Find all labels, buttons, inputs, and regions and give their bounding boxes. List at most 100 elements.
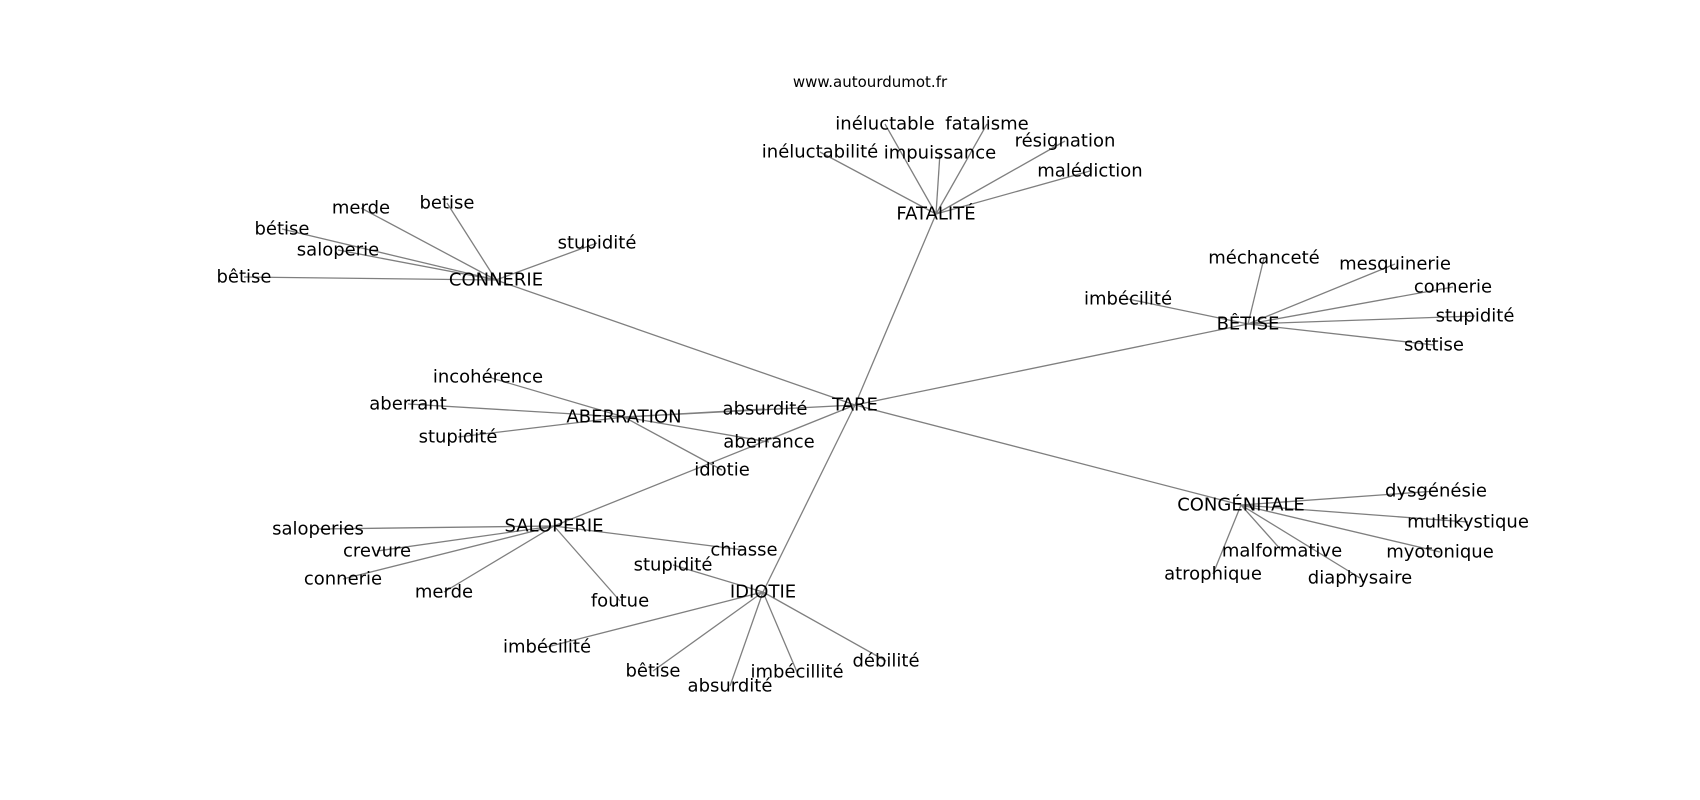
edge-2-3 <box>1247 286 1454 325</box>
word-node-2-0[interactable]: méchanceté <box>1208 248 1319 269</box>
site-label: www.autourdumot.fr <box>793 73 948 91</box>
word-node-1-0[interactable]: inéluctable <box>835 114 934 135</box>
edge-6-5 <box>1240 504 1361 579</box>
graph-edges <box>243 123 1476 687</box>
word-node-3-1[interactable]: aberrant <box>369 394 447 415</box>
edge-3-2 <box>457 416 625 438</box>
edge-0-1 <box>446 202 497 281</box>
root-node[interactable]: TARE <box>831 395 878 416</box>
word-node-2-3[interactable]: connerie <box>1414 277 1492 298</box>
edge-3-4 <box>623 416 770 443</box>
word-node-4-1[interactable]: crevure <box>343 541 411 562</box>
edge-root-6 <box>854 404 1242 506</box>
edge-root-0 <box>495 279 856 406</box>
edge-root-4 <box>553 404 856 527</box>
word-node-5-2[interactable]: bêtise <box>625 661 680 682</box>
word-node-3-5[interactable]: idiotie <box>694 460 750 481</box>
word-node-3-2[interactable]: stupidité <box>419 427 498 448</box>
edge-4-3 <box>443 525 555 593</box>
word-node-2-2[interactable]: imbécilité <box>1084 289 1172 310</box>
word-node-4-0[interactable]: saloperies <box>272 519 364 540</box>
edge-6-2 <box>1240 504 1283 552</box>
edge-5-1 <box>546 591 764 648</box>
word-node-6-3[interactable]: myotonique <box>1386 542 1494 563</box>
edge-0-3 <box>337 249 497 281</box>
word-node-0-4[interactable]: bêtise <box>216 267 271 288</box>
edge-5-3 <box>729 591 764 687</box>
graph-labels: www.autourdumot.fr TARE CONNERIE merde beti… <box>216 73 1528 697</box>
word-node-6-4[interactable]: atrophique <box>1164 564 1262 585</box>
word-node-3-3[interactable]: absurdité <box>723 399 808 420</box>
edge-5-0 <box>672 564 764 593</box>
word-node-1-2[interactable]: inéluctabilité <box>762 142 878 163</box>
edge-4-2 <box>342 525 555 580</box>
word-node-0-3[interactable]: saloperie <box>297 240 379 261</box>
cluster-node-4[interactable]: SALOPERIE <box>504 516 603 537</box>
edge-2-1 <box>1247 263 1396 325</box>
word-node-2-4[interactable]: stupidité <box>1436 306 1515 327</box>
word-node-4-4[interactable]: foutue <box>591 591 649 612</box>
edge-2-4 <box>1247 315 1476 325</box>
word-node-2-5[interactable]: sottise <box>1404 335 1464 356</box>
cluster-node-3[interactable]: ABERRATION <box>566 407 681 428</box>
word-node-1-5[interactable]: malédiction <box>1037 161 1142 182</box>
word-node-1-4[interactable]: résignation <box>1015 131 1116 152</box>
cluster-node-1[interactable]: FATALITÉ <box>896 203 975 225</box>
word-node-4-2[interactable]: connerie <box>304 569 382 590</box>
edge-4-1 <box>376 525 555 552</box>
edge-4-4 <box>553 525 621 602</box>
word-node-5-0[interactable]: stupidité <box>634 555 713 576</box>
word-node-5-1[interactable]: imbécilité <box>503 637 591 658</box>
word-node-3-0[interactable]: incohérence <box>433 367 543 388</box>
edge-root-2 <box>854 323 1249 406</box>
word-node-6-5[interactable]: diaphysaire <box>1308 568 1412 589</box>
word-node-5-5[interactable]: débilité <box>852 651 919 672</box>
edge-5-2 <box>652 591 764 672</box>
edge-3-5 <box>623 416 723 471</box>
edge-1-2 <box>819 151 937 215</box>
edge-6-1 <box>1240 504 1469 523</box>
word-node-4-5[interactable]: chiasse <box>710 540 777 561</box>
edge-0-0 <box>360 207 497 281</box>
edge-2-0 <box>1247 257 1265 325</box>
word-node-6-1[interactable]: multikystique <box>1407 512 1529 533</box>
word-node-1-3[interactable]: impuissance <box>884 143 997 164</box>
edge-1-0 <box>884 123 937 215</box>
cluster-node-2[interactable]: BÊTISE <box>1217 313 1280 335</box>
edge-3-0 <box>487 376 625 418</box>
edge-3-1 <box>407 403 625 418</box>
edge-6-3 <box>1240 504 1441 553</box>
edge-6-4 <box>1212 504 1242 575</box>
edge-root-5 <box>762 404 856 593</box>
edge-5-5 <box>762 591 887 662</box>
word-node-6-2[interactable]: malformative <box>1222 541 1342 562</box>
word-node-4-3[interactable]: merde <box>415 582 473 603</box>
word-node-0-1[interactable]: betise <box>419 193 474 214</box>
edge-0-4 <box>243 276 497 281</box>
word-node-2-1[interactable]: mesquinerie <box>1339 254 1451 275</box>
edge-1-5 <box>935 170 1091 215</box>
edge-1-4 <box>935 140 1066 215</box>
edge-6-0 <box>1240 490 1437 506</box>
word-node-6-0[interactable]: dysgénésie <box>1385 481 1487 502</box>
edge-4-5 <box>553 525 745 551</box>
word-node-1-1[interactable]: fatalisme <box>945 114 1028 135</box>
edge-0-2 <box>281 228 497 281</box>
word-node-0-0[interactable]: merde <box>332 198 390 219</box>
edge-3-3 <box>623 408 766 418</box>
word-node-5-3[interactable]: absurdité <box>688 676 773 697</box>
cluster-node-6[interactable]: CONGÉNITALE <box>1177 494 1305 516</box>
word-node-5-4[interactable]: imbécillité <box>750 662 843 683</box>
edge-0-5 <box>495 242 598 281</box>
edge-2-5 <box>1247 323 1435 346</box>
edge-root-1 <box>854 213 937 406</box>
cluster-node-0[interactable]: CONNERIE <box>449 270 543 291</box>
edge-2-2 <box>1127 298 1249 325</box>
word-node-3-4[interactable]: aberrance <box>723 432 814 453</box>
word-node-0-2[interactable]: bétise <box>254 219 309 240</box>
edge-1-3 <box>935 152 941 215</box>
word-node-0-5[interactable]: stupidité <box>558 233 637 254</box>
edge-1-1 <box>935 123 988 215</box>
cluster-node-5[interactable]: IDIOTIE <box>730 582 796 603</box>
